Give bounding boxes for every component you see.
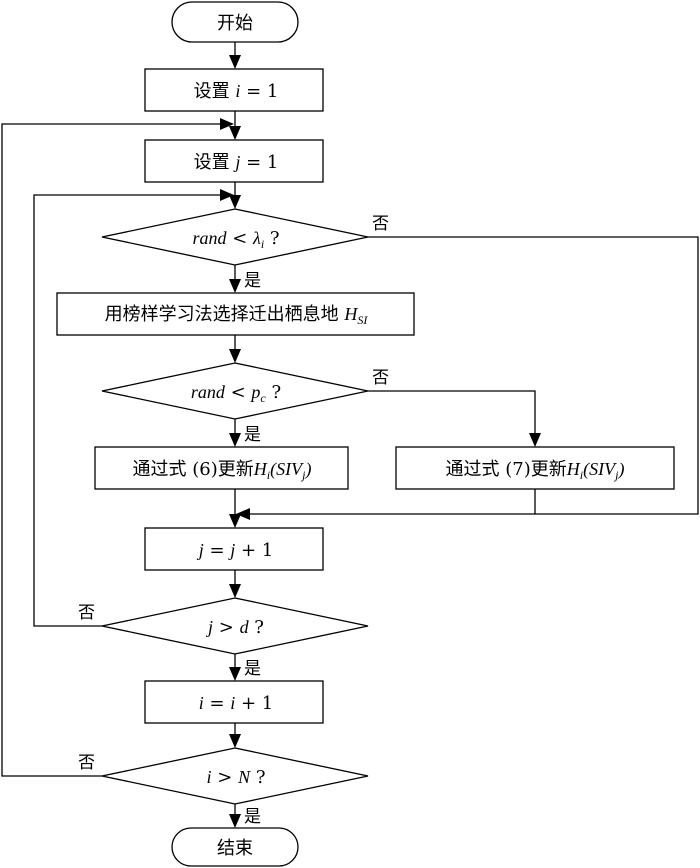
- arrowhead: [229, 126, 241, 140]
- set-i-box: [144, 68, 324, 112]
- arrowhead: [229, 433, 241, 447]
- connector-update7-merge: [245, 489, 536, 515]
- inc-j-box: [144, 527, 324, 571]
- arrowhead: [229, 514, 241, 528]
- decision-j-gt-d-label: j > d ?: [206, 617, 264, 638]
- inc-i-box: [144, 680, 324, 724]
- arrowhead: [236, 508, 250, 520]
- select-habitat-box: [56, 292, 415, 336]
- decision-i-gt-N-label: i > N ?: [207, 767, 266, 788]
- arrowhead: [229, 55, 241, 69]
- arrowhead: [229, 349, 241, 363]
- arrowhead: [229, 195, 241, 209]
- select-habitat-label: 用榜样学习法选择迁出栖息地 HSI: [105, 304, 369, 327]
- set-j-box: [144, 139, 324, 183]
- arrowhead: [220, 118, 234, 130]
- label-yes-pc: 是: [244, 425, 261, 445]
- update-eq7-box: [395, 446, 675, 490]
- arrowhead: [529, 433, 541, 447]
- arrowhead: [229, 814, 241, 828]
- arrowhead: [220, 189, 234, 201]
- decision-rand-pc-label: rand < pc ?: [191, 382, 281, 405]
- set-i-label: 设置 i = 1: [194, 81, 279, 102]
- end-label: 结束: [217, 838, 253, 859]
- arrowhead: [229, 734, 241, 748]
- inc-j-label: j = j + 1: [197, 540, 274, 561]
- arrowhead: [229, 279, 241, 293]
- update-eq7-label: 通过式 (7)更新Hi(SIVj): [446, 459, 625, 482]
- update-eq6-box: [94, 446, 349, 490]
- label-no-pc: 否: [372, 368, 389, 388]
- connector-jd-no-loop: [33, 194, 222, 627]
- label-no-iN: 否: [78, 753, 95, 773]
- label-yes-jd: 是: [244, 659, 261, 679]
- connector-lambda-no: [368, 236, 699, 515]
- set-j-label: 设置 j = 1: [194, 152, 279, 173]
- update-eq6-label: 通过式 (6)更新Hi(SIVj): [133, 459, 312, 482]
- label-yes-lambda: 是: [244, 271, 261, 291]
- inc-i-label: i = i + 1: [199, 693, 274, 714]
- arrowhead: [229, 584, 241, 598]
- label-no-lambda: 否: [372, 214, 389, 234]
- connector-iN-no-loop: [1, 123, 222, 777]
- arrowhead: [229, 667, 241, 681]
- label-no-jd: 否: [78, 603, 95, 623]
- connector-pc-no: [368, 390, 536, 435]
- decision-rand-lambda-label: rand < λi ?: [192, 228, 279, 251]
- label-yes-iN: 是: [244, 807, 261, 827]
- start-label: 开始: [217, 13, 253, 34]
